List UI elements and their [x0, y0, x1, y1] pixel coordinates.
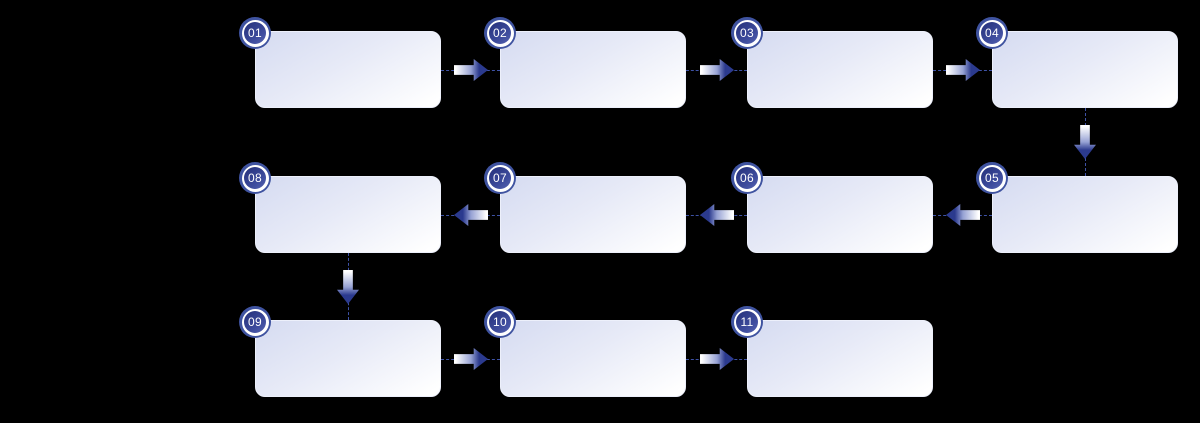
badge-ring: 10: [486, 308, 514, 336]
arrow-left-icon: [454, 204, 488, 226]
step-11-box: 11: [731, 306, 933, 397]
step-10-box: 10: [484, 306, 686, 397]
arrow-left-icon: [946, 204, 980, 226]
step-number: 11: [736, 311, 758, 333]
step-10-badge: 10: [484, 306, 516, 338]
arrow-right-icon: [700, 348, 734, 370]
step-10-content: [501, 321, 685, 396]
step-01-badge: 01: [239, 17, 271, 49]
step-09-badge: 09: [239, 306, 271, 338]
badge-ring: 05: [978, 164, 1006, 192]
step-09-box: 09: [239, 306, 441, 397]
badge-ring: 07: [486, 164, 514, 192]
step-number: 02: [489, 22, 511, 44]
step-04-content: [993, 32, 1177, 107]
step-11-content: [748, 321, 932, 396]
badge-ring: 06: [733, 164, 761, 192]
step-05-badge: 05: [976, 162, 1008, 194]
badge-ring: 11: [733, 308, 761, 336]
step-08-badge: 08: [239, 162, 271, 194]
badge-ring: 08: [241, 164, 269, 192]
step-07-box: 07: [484, 162, 686, 253]
badge-ring: 02: [486, 19, 514, 47]
step-05-box: 05: [976, 162, 1178, 253]
arrow-down-icon: [337, 270, 359, 304]
badge-ring: 04: [978, 19, 1006, 47]
step-number: 01: [244, 22, 266, 44]
arrow-right-icon: [454, 59, 488, 81]
step-number: 07: [489, 167, 511, 189]
step-02-content: [501, 32, 685, 107]
step-number: 09: [244, 311, 266, 333]
step-number: 04: [981, 22, 1003, 44]
badge-ring: 09: [241, 308, 269, 336]
step-06-content: [748, 177, 932, 252]
step-11-badge: 11: [731, 306, 763, 338]
step-number: 03: [736, 22, 758, 44]
step-number: 10: [489, 311, 511, 333]
step-07-badge: 07: [484, 162, 516, 194]
step-08-box: 08: [239, 162, 441, 253]
step-03-box: 03: [731, 17, 933, 108]
badge-ring: 03: [733, 19, 761, 47]
step-04-box: 04: [976, 17, 1178, 108]
arrow-down-icon: [1074, 125, 1096, 159]
step-number: 06: [736, 167, 758, 189]
arrow-right-icon: [700, 59, 734, 81]
step-02-box: 02: [484, 17, 686, 108]
arrow-right-icon: [946, 59, 980, 81]
step-03-badge: 03: [731, 17, 763, 49]
step-04-badge: 04: [976, 17, 1008, 49]
step-03-content: [748, 32, 932, 107]
step-02-badge: 02: [484, 17, 516, 49]
step-07-content: [501, 177, 685, 252]
badge-ring: 01: [241, 19, 269, 47]
arrow-left-icon: [700, 204, 734, 226]
step-05-content: [993, 177, 1177, 252]
step-08-content: [256, 177, 440, 252]
step-06-box: 06: [731, 162, 933, 253]
step-09-content: [256, 321, 440, 396]
step-number: 05: [981, 167, 1003, 189]
step-01-content: [256, 32, 440, 107]
arrow-right-icon: [454, 348, 488, 370]
step-01-box: 01: [239, 17, 441, 108]
step-number: 08: [244, 167, 266, 189]
step-06-badge: 06: [731, 162, 763, 194]
